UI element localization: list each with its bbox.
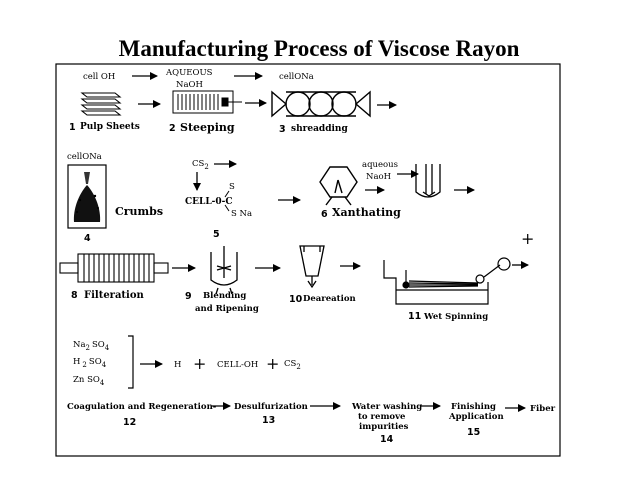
plus-sign: + bbox=[193, 354, 206, 373]
step-label-finishing: Finishing bbox=[451, 402, 496, 412]
product-hydrogen: H bbox=[174, 360, 181, 370]
step-label-coagulation: Coagulation and Regeneration- bbox=[67, 402, 217, 412]
bracket bbox=[128, 335, 134, 389]
steeping-press-icon bbox=[172, 90, 242, 114]
naoh-label: NaOH bbox=[176, 80, 203, 90]
step-number-9: 9 bbox=[185, 291, 192, 302]
step-number-3: 3 bbox=[279, 124, 286, 135]
step-label-fiber: Fiber bbox=[530, 404, 556, 414]
filter-press-icon bbox=[59, 253, 169, 283]
crumbs-jar-icon bbox=[67, 164, 107, 229]
bond-line bbox=[224, 190, 230, 198]
step-label-wet-spinning: Wet Spinning bbox=[423, 312, 488, 322]
product-cell-oh: CELL-OH bbox=[217, 360, 258, 370]
product-cs2: CS2 bbox=[284, 359, 301, 371]
blending-tank-icon bbox=[210, 246, 238, 295]
step-number-5: 5 bbox=[213, 229, 220, 240]
xanthator-icon bbox=[319, 166, 358, 206]
step-label-filteration: Filteration bbox=[84, 290, 145, 301]
naoh-label: NaoH bbox=[366, 172, 391, 182]
step-number-10: 10 bbox=[289, 294, 303, 305]
step-number-13: 13 bbox=[262, 415, 275, 426]
step-label-steeping: Steeping bbox=[180, 121, 235, 134]
step-number-14: 14 bbox=[380, 434, 394, 445]
step-number-15: 15 bbox=[467, 427, 480, 438]
cell-oh-label: cell OH bbox=[83, 72, 115, 82]
plus-sign: + bbox=[521, 229, 534, 248]
page-title: Manufacturing Process of Viscose Rayon bbox=[118, 36, 520, 61]
step-number-6: 6 bbox=[321, 209, 328, 220]
step-label-water-washing: Water washing bbox=[351, 402, 422, 412]
crumbs-label: Crumbs bbox=[115, 205, 163, 218]
step-label-ripening: and Ripening bbox=[195, 304, 259, 314]
step-number-8: 8 bbox=[71, 290, 78, 301]
step-label-deareation: Deareation bbox=[303, 294, 356, 304]
step-number-2: 2 bbox=[169, 123, 176, 134]
step-label-to-remove: to remove bbox=[358, 412, 406, 422]
spinning-bath-icon bbox=[383, 257, 511, 305]
step-label-blending: Blending bbox=[203, 291, 246, 301]
formula-sulfur: S bbox=[229, 182, 235, 192]
pulp-sheets-icon bbox=[80, 92, 122, 116]
plus-sign: + bbox=[266, 354, 279, 373]
formula-sna: S Na bbox=[231, 209, 252, 219]
step-number-4: 4 bbox=[84, 233, 91, 244]
chem-zinc-sulfate: Zn SO4 bbox=[73, 375, 105, 387]
aqueous-label: aqueous bbox=[362, 160, 398, 170]
bond-line bbox=[224, 204, 230, 212]
step-label-pulp-sheets: Pulp Sheets bbox=[80, 122, 140, 132]
dissolver-tank-icon bbox=[415, 164, 441, 198]
aqueous-label: AQUEOUS bbox=[165, 68, 213, 78]
step-label-desulfurization: Desulfurization bbox=[234, 402, 308, 412]
step-label-xanthating: Xanthating bbox=[332, 206, 401, 219]
cellona-label: cellONa bbox=[67, 152, 102, 162]
step-label-shredding: shreadding bbox=[291, 124, 348, 134]
step-label-application: Application bbox=[448, 412, 504, 422]
step-number-12: 12 bbox=[123, 417, 136, 428]
xanthate-formula: CELL-0-C bbox=[185, 197, 233, 207]
shredder-icon bbox=[271, 90, 371, 118]
step-number-11: 11 bbox=[408, 311, 421, 322]
diagram-frame bbox=[55, 63, 561, 457]
step-number-1: 1 bbox=[69, 122, 76, 133]
step-label-impurities: impurities bbox=[359, 422, 409, 432]
cs2-label: CS2 bbox=[192, 159, 209, 171]
deaeration-tank-icon bbox=[299, 245, 325, 289]
cellona-label: cellONa bbox=[279, 72, 314, 82]
